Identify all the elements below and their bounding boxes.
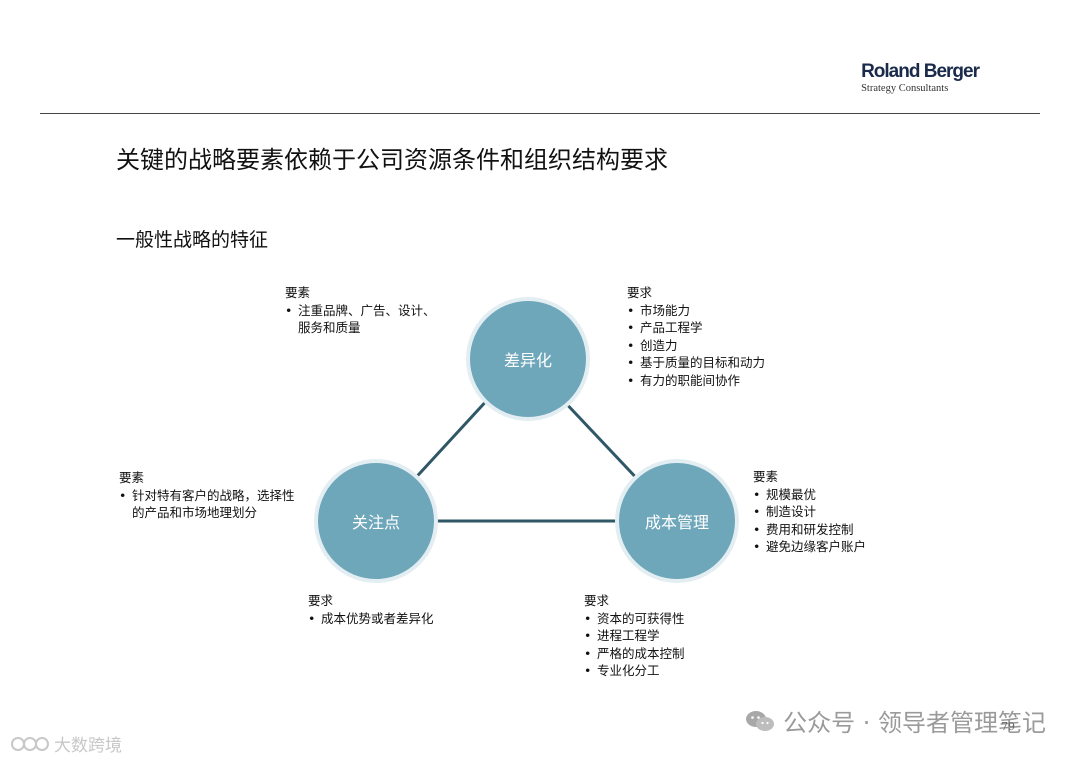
watermark-left-text: 大数跨境 — [54, 736, 122, 756]
note-item: 创造力 — [627, 337, 765, 355]
wechat-watermark: 公众号 · 领导者管理笔记 — [745, 703, 1046, 738]
note-item: 成本优势或者差异化 — [308, 610, 434, 628]
note-item: 费用和研发控制 — [753, 521, 866, 539]
note-item: 有力的职能间协作 — [627, 372, 765, 390]
note-heading: 要素 — [119, 470, 145, 485]
note-heading: 要素 — [753, 469, 779, 484]
note-item: 避免边缘客户账户 — [753, 538, 866, 556]
connector-diff-focus — [407, 395, 492, 487]
focus-elements-note: 要素 针对特有客户的战略，选择性 的产品和市场地理划分 — [119, 469, 295, 522]
node-differentiation-label: 差异化 — [503, 351, 552, 370]
watermark-logo-icon — [11, 736, 49, 751]
note-item: 注重品牌、广告、设计、 — [285, 302, 436, 320]
logo-name: Roland Berger — [861, 61, 980, 82]
logo-tagline: Strategy Consultants — [861, 83, 949, 94]
node-differentiation: 差异化 — [470, 301, 586, 417]
node-cost-management: 成本管理 — [619, 463, 735, 579]
note-item: 市场能力 — [627, 302, 765, 320]
note-item: 资本的可获得性 — [584, 610, 685, 628]
note-heading: 要求 — [627, 285, 653, 300]
header-divider — [40, 113, 1040, 114]
focus-requirements-note: 要求 成本优势或者差异化 — [308, 592, 434, 627]
note-item: 规模最优 — [753, 486, 866, 504]
corner-watermark: 大数跨境 — [10, 731, 122, 756]
slide-subtitle: 一般性战略的特征 — [116, 229, 269, 251]
node-focus: 关注点 — [318, 463, 434, 579]
note-heading: 要求 — [308, 593, 334, 608]
note-item: 严格的成本控制 — [584, 645, 685, 663]
note-item: 基于质量的目标和动力 — [627, 354, 765, 372]
node-focus-label: 关注点 — [351, 513, 400, 532]
cost-requirements-note: 要求 资本的可获得性 进程工程学 严格的成本控制 专业化分工 — [584, 592, 685, 680]
note-heading: 要素 — [285, 285, 311, 300]
note-item: 产品工程学 — [627, 319, 765, 337]
note-item: 针对特有客户的战略，选择性 — [119, 487, 295, 505]
diff-elements-note: 要素 注重品牌、广告、设计、 服务和质量 — [285, 284, 436, 337]
page-number: 79 — [1001, 720, 1015, 733]
wechat-icon — [746, 710, 775, 731]
watermark-text: 公众号 · 领导者管理笔记 — [783, 709, 1046, 737]
note-item: 专业化分工 — [584, 662, 685, 680]
slide-title: 关键的战略要素依赖于公司资源条件和组织结构要求 — [116, 146, 668, 174]
cost-elements-note: 要素 规模最优 制造设计 费用和研发控制 避免边缘客户账户 — [753, 468, 866, 556]
connector-diff-cost — [558, 395, 645, 487]
node-cost-label: 成本管理 — [644, 513, 709, 532]
note-heading: 要求 — [584, 593, 610, 608]
diff-requirements-note: 要求 市场能力 产品工程学 创造力 基于质量的目标和动力 有力的职能间协作 — [627, 284, 765, 389]
note-item: 进程工程学 — [584, 627, 685, 645]
note-item: 制造设计 — [753, 503, 866, 521]
note-item-continuation: 的产品和市场地理划分 — [132, 505, 258, 520]
company-logo: Roland Berger Strategy Consultants — [861, 61, 980, 95]
note-item-continuation: 服务和质量 — [298, 320, 361, 335]
